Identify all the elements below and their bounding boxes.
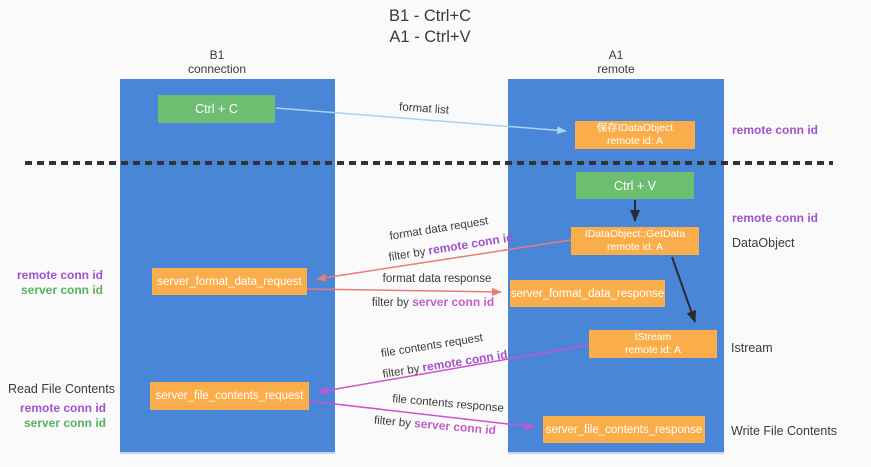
edge-label-filter-server-1: filter by server conn id xyxy=(372,295,494,309)
node-ctrl-c: Ctrl + C xyxy=(158,95,275,123)
diagram-title: B1 - Ctrl+C A1 - Ctrl+V xyxy=(389,6,471,48)
annotation-dataobject: DataObject xyxy=(732,236,795,250)
lane-b1-subtitle: connection xyxy=(187,62,247,76)
node-ctrl-v-label: Ctrl + V xyxy=(613,178,657,193)
filter-prefix: filter by xyxy=(387,245,430,264)
lane-a1-subtitle: remote xyxy=(597,62,635,76)
filter-key-server-conn-id: server conn id xyxy=(412,295,495,309)
node-istream: IStream remote id: A xyxy=(589,330,717,358)
node-server-file-contents-request: server_file_contents_request xyxy=(150,382,309,410)
node-istream-line2: remote id: A xyxy=(624,344,682,356)
title-line-1: B1 - Ctrl+C xyxy=(388,7,472,25)
filter-prefix: filter by xyxy=(381,362,424,381)
node-server-file-contents-request-label: server_file_contents_request xyxy=(155,390,304,402)
node-istream-line1: IStream xyxy=(634,331,672,343)
annotation-write-file-contents: Write File Contents xyxy=(731,424,838,438)
node-ctrl-v: Ctrl + V xyxy=(576,172,694,199)
title-line-2: A1 - Ctrl+V xyxy=(389,28,471,46)
filter-prefix: filter by xyxy=(371,297,413,309)
node-save-idataobject: 保存IDataObject remote id: A xyxy=(575,121,695,149)
node-save-idataobject-line2: remote id: A xyxy=(606,135,664,147)
node-ctrl-c-label: Ctrl + C xyxy=(195,102,238,116)
lane-header-a1: A1 remote xyxy=(597,48,634,76)
node-idataobject-getdata-line2: remote id: A xyxy=(606,241,664,253)
lane-a1-title: A1 xyxy=(608,48,624,62)
annotation-remote-conn-id-bottom-left: remote conn id xyxy=(19,401,106,415)
node-server-format-data-request-label: server_format_data_request xyxy=(157,275,302,288)
node-server-format-data-request: server_format_data_request xyxy=(152,268,307,295)
annotation-remote-conn-id-top-right: remote conn id xyxy=(732,123,819,137)
annotation-remote-conn-id-mid-right: remote conn id xyxy=(732,211,819,225)
lane-header-b1: B1 connection xyxy=(188,48,246,76)
node-server-file-contents-response: server_file_contents_response xyxy=(543,416,705,443)
phase-divider-dashed-line xyxy=(25,161,833,165)
node-idataobject-getdata: IDataObject::GetData remote id: A xyxy=(571,227,699,255)
edge-label-file-contents-response: file contents response xyxy=(391,393,505,415)
arrow-format-data-response xyxy=(306,287,502,296)
node-save-idataobject-line1: 保存IDataObject xyxy=(596,122,674,134)
filter-key-server-conn-id: server conn id xyxy=(413,416,497,438)
edge-label-format-list: format list xyxy=(398,101,450,117)
annotation-server-conn-id-mid-left: server conn id xyxy=(20,283,103,297)
annotation-read-file-contents: Read File Contents xyxy=(7,382,115,396)
node-server-format-data-response-label: server_format_data_response xyxy=(510,287,665,300)
node-server-format-data-response: server_format_data_response xyxy=(510,280,665,307)
filter-prefix: filter by xyxy=(373,414,415,431)
annotation-remote-conn-id-mid-left: remote conn id xyxy=(16,268,103,282)
annotation-server-conn-id-bottom-left: server conn id xyxy=(23,416,106,430)
annotation-conn-ids-bottom-left: remote conn id server conn id xyxy=(20,401,106,431)
node-idataobject-getdata-line1: IDataObject::GetData xyxy=(584,228,686,240)
edge-label-filter-server-2: filter by server conn id xyxy=(373,413,496,438)
edge-label-format-data-response: format data response xyxy=(382,273,492,285)
annotation-conn-ids-mid-left: remote conn id server conn id xyxy=(17,268,103,298)
annotation-istream: Istream xyxy=(731,341,773,355)
lane-b1-title: B1 xyxy=(209,48,225,62)
node-server-file-contents-response-label: server_file_contents_response xyxy=(545,423,703,436)
